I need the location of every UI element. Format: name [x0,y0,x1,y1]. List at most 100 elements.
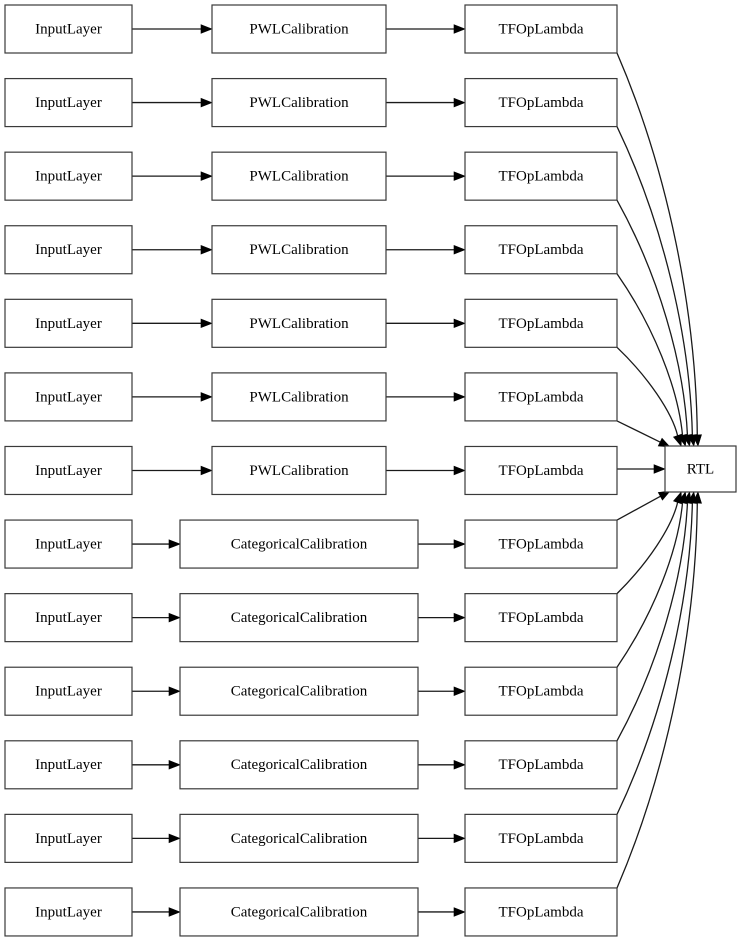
node-input-layer-3[interactable]: InputLayer [4,225,133,275]
node-input-layer-11-label: InputLayer [35,831,102,847]
edge-calibration-to-lambda-2-arrowhead [453,171,466,181]
node-tfoplambda-5-label: TFOpLambda [499,389,584,405]
node-input-layer-1-box [4,77,133,128]
edge-lambda-to-rtl-5-arrowhead [657,437,671,448]
node-calibration-10[interactable]: CategoricalCalibration [179,740,419,790]
node-input-layer-7[interactable]: InputLayer [4,519,133,569]
edge-calibration-to-lambda-4-arrowhead [453,318,466,329]
edge-lambda-to-rtl-11 [616,501,694,815]
node-calibration-2-box [211,151,387,201]
edge-calibration-to-lambda-1-arrowhead [453,97,466,108]
node-input-layer-12-label: InputLayer [35,904,102,920]
node-rtl[interactable]: RTL [664,445,737,493]
node-tfoplambda-11[interactable]: TFOpLambda [464,813,618,863]
node-tfoplambda-7[interactable]: TFOpLambda [464,519,618,569]
node-input-layer-7-box [4,519,133,569]
node-input-layer-6[interactable]: InputLayer [4,445,133,496]
node-calibration-11-label: CategoricalCalibration [231,831,368,847]
edge-calibration-to-lambda-6-arrowhead [453,465,466,476]
node-tfoplambda-7-label: TFOpLambda [499,536,584,552]
node-tfoplambda-4-box [464,298,618,348]
edge-lambda-to-rtl-7 [616,494,664,521]
node-calibration-3[interactable]: PWLCalibration [211,225,387,275]
node-input-layer-2[interactable]: InputLayer [4,151,133,201]
node-calibration-0-label: PWLCalibration [249,21,349,37]
node-calibration-9[interactable]: CategoricalCalibration [179,666,419,716]
edge-lambda-to-rtl-12-arrowhead [692,491,702,504]
node-input-layer-5[interactable]: InputLayer [4,372,133,422]
node-tfoplambda-9-box [464,666,618,716]
edge-calibration-to-lambda-3-arrowhead [453,245,466,255]
node-calibration-4[interactable]: PWLCalibration [211,298,387,348]
node-tfoplambda-3[interactable]: TFOpLambda [464,225,618,275]
node-tfoplambda-2[interactable]: TFOpLambda [464,151,618,201]
node-input-layer-12[interactable]: InputLayer [4,887,133,937]
node-input-layer-12-box [4,887,133,937]
node-tfoplambda-0-box [464,4,618,54]
node-tfoplambda-7-box [464,519,618,569]
node-input-layer-9[interactable]: InputLayer [4,666,133,716]
node-tfoplambda-2-box [464,151,618,201]
node-tfoplambda-10[interactable]: TFOpLambda [464,740,618,790]
edge-lambda-to-rtl-4 [616,346,679,437]
node-input-layer-10[interactable]: InputLayer [4,740,133,790]
node-tfoplambda-9-label: TFOpLambda [499,684,584,700]
node-input-layer-11[interactable]: InputLayer [4,813,133,863]
node-calibration-4-box [211,298,387,348]
node-input-layer-8-label: InputLayer [35,610,102,626]
node-calibration-4-label: PWLCalibration [249,316,349,332]
node-calibration-3-label: PWLCalibration [249,242,349,258]
node-input-layer-1[interactable]: InputLayer [4,77,133,128]
node-tfoplambda-4-label: TFOpLambda [499,316,584,332]
node-calibration-6-label: PWLCalibration [249,463,349,479]
node-calibration-2[interactable]: PWLCalibration [211,151,387,201]
node-input-layer-0[interactable]: InputLayer [4,4,133,54]
node-tfoplambda-6[interactable]: TFOpLambda [464,445,618,496]
node-calibration-1[interactable]: PWLCalibration [211,77,387,128]
edge-input-to-calibration-4-arrowhead [200,318,213,329]
node-tfoplambda-10-label: TFOpLambda [499,757,584,773]
node-input-layer-4[interactable]: InputLayer [4,298,133,348]
node-tfoplambda-1[interactable]: TFOpLambda [464,77,618,128]
node-calibration-12-box [179,887,419,937]
node-tfoplambda-1-box [464,77,618,128]
node-calibration-12[interactable]: CategoricalCalibration [179,887,419,937]
node-calibration-9-box [179,666,419,716]
node-calibration-11[interactable]: CategoricalCalibration [179,813,419,863]
node-calibration-8-box [179,593,419,643]
node-tfoplambda-0[interactable]: TFOpLambda [464,4,618,54]
node-tfoplambda-8-box [464,593,618,643]
node-calibration-7[interactable]: CategoricalCalibration [179,519,419,569]
edge-input-to-calibration-5-arrowhead [200,392,213,402]
node-tfoplambda-4[interactable]: TFOpLambda [464,298,618,348]
node-calibration-5[interactable]: PWLCalibration [211,372,387,422]
node-tfoplambda-5[interactable]: TFOpLambda [464,372,618,422]
node-rtl-label: RTL [687,461,714,477]
edge-input-to-calibration-9-arrowhead [168,686,181,696]
edge-calibration-to-lambda-0-arrowhead [453,24,466,34]
edge-calibration-to-lambda-9-arrowhead [453,686,466,696]
node-tfoplambda-5-box [464,372,618,422]
node-calibration-8[interactable]: CategoricalCalibration [179,593,419,643]
node-calibration-2-label: PWLCalibration [249,169,349,185]
node-calibration-3-box [211,225,387,275]
node-input-layer-8[interactable]: InputLayer [4,593,133,643]
node-input-layer-0-label: InputLayer [35,21,102,37]
node-input-layer-2-label: InputLayer [35,169,102,185]
node-calibration-0[interactable]: PWLCalibration [211,4,387,54]
node-input-layer-8-box [4,593,133,643]
node-tfoplambda-8[interactable]: TFOpLambda [464,593,618,643]
edge-input-to-calibration-6-arrowhead [200,465,213,476]
node-tfoplambda-9[interactable]: TFOpLambda [464,666,618,716]
node-tfoplambda-12[interactable]: TFOpLambda [464,887,618,937]
node-calibration-5-label: PWLCalibration [249,389,349,405]
edge-input-to-calibration-11-arrowhead [168,833,181,844]
edge-lambda-to-rtl-0 [616,52,698,437]
node-tfoplambda-2-label: TFOpLambda [499,169,584,185]
node-calibration-6[interactable]: PWLCalibration [211,445,387,496]
edge-input-to-calibration-1-arrowhead [200,97,213,108]
node-calibration-8-label: CategoricalCalibration [231,610,368,626]
